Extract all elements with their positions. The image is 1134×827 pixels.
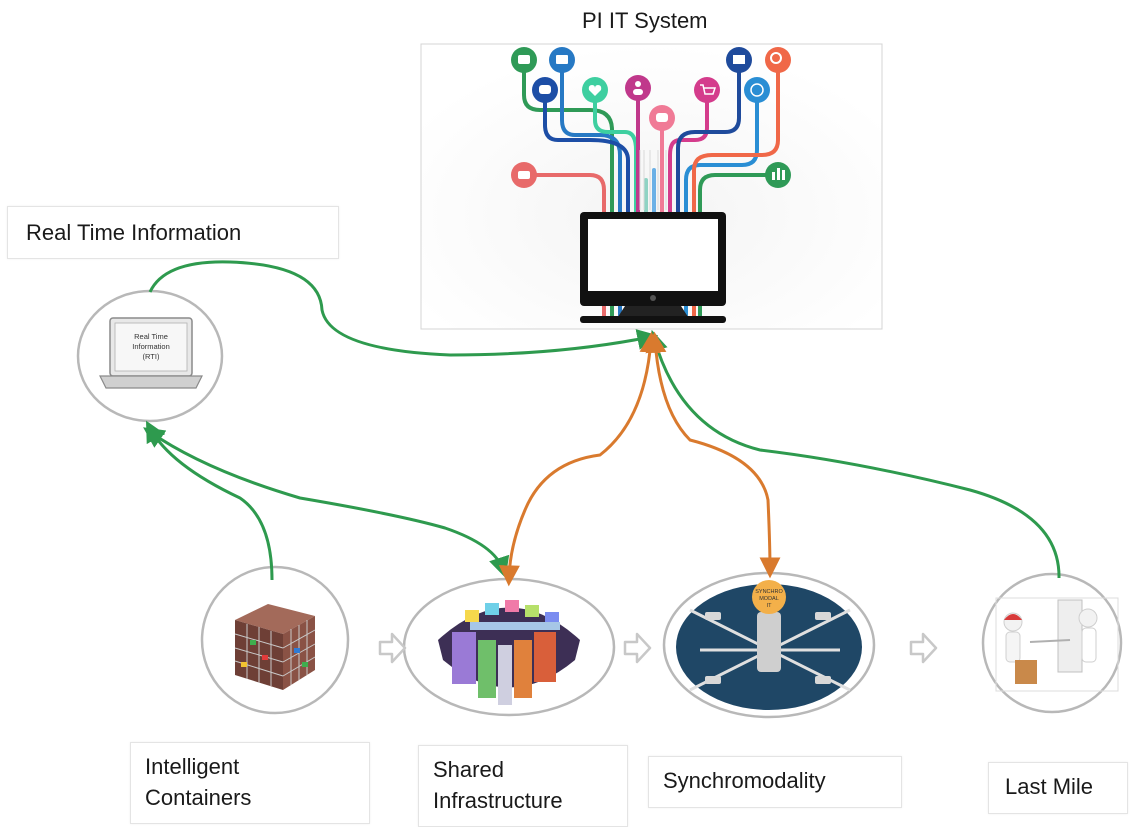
real-time-information-label: Real Time Information <box>7 206 339 259</box>
delivery-person-icon <box>995 597 1119 692</box>
globe-icon <box>744 77 770 103</box>
hub-badge <box>752 580 786 614</box>
laptop-text-1: Real Time <box>134 332 168 341</box>
node-label-synchromodality: Synchromodality <box>648 756 902 808</box>
node-label-line: Shared <box>433 757 504 782</box>
node-label-line: Last Mile <box>1005 774 1094 799</box>
process-arrow-1 <box>378 632 407 664</box>
arrow-rti-infrastructure <box>143 427 510 578</box>
diagram-title: PI IT System <box>582 8 708 33</box>
arrow-it-system-synchromodality <box>645 331 781 579</box>
hub-text-3: IT <box>767 603 773 609</box>
laptop-text-3: (RTI) <box>143 352 160 361</box>
node-label-line: Containers <box>145 785 252 810</box>
warehouse-icon <box>438 600 580 705</box>
search-icon <box>765 47 791 73</box>
hub-text-1: SYNCHRO <box>755 589 783 595</box>
process-arrow-2 <box>623 632 652 664</box>
cart-icon <box>694 77 720 103</box>
arrow-it-system-infrastructure <box>498 331 661 587</box>
node-label-line: Infrastructure <box>433 788 563 813</box>
node-label-intelligent-containers: Intelligent Containers <box>130 742 370 824</box>
monitor-screen <box>588 219 718 291</box>
node-label-line: Intelligent <box>145 754 240 779</box>
laptop-icon: Real Time Information (RTI) <box>99 317 203 389</box>
node-label-last-mile: Last Mile <box>988 762 1128 814</box>
arrow-rti-to-it-system <box>148 260 659 357</box>
laptop-text-2: Information <box>132 342 170 351</box>
user-icon <box>625 75 651 101</box>
node-label-line: Synchromodality <box>663 768 826 793</box>
arrow-lastmile-to-it-system <box>647 329 1061 579</box>
hub-tower <box>757 612 781 672</box>
node-label-shared-infrastructure: Shared Infrastructure <box>418 745 628 827</box>
container-cube-icon <box>234 604 316 690</box>
hub-text-2: MODAL <box>759 596 779 602</box>
arrow-containers-to-rti <box>146 420 274 581</box>
process-arrow-3 <box>909 632 938 664</box>
